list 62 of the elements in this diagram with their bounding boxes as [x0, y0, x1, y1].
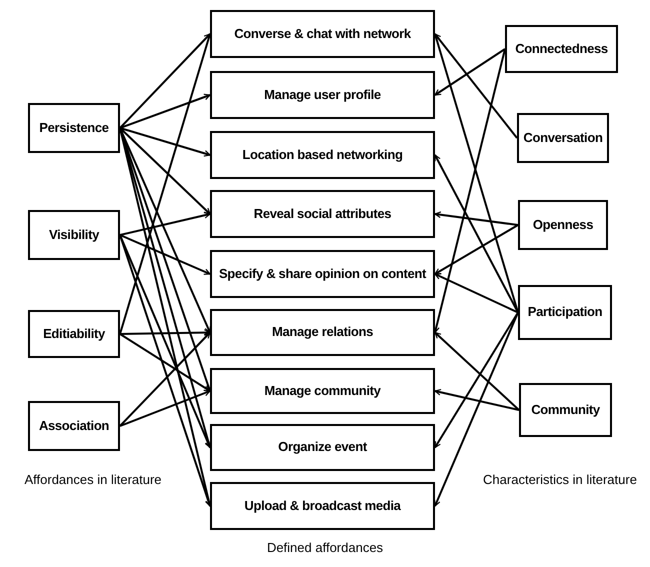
group-caption: Defined affordances [266, 539, 384, 557]
process-box [210, 368, 435, 414]
box-label: Persistence [39, 120, 109, 136]
arrow [119, 333, 211, 392]
arrow [434, 312, 519, 448]
box-label: Association [38, 418, 110, 434]
box-label: Organize event [278, 439, 367, 456]
box-label: Connectedness [515, 40, 608, 58]
arrow [434, 312, 519, 507]
arrow [434, 48, 506, 96]
arrow [434, 154, 519, 313]
box-label: Upload & broadcast media [244, 498, 401, 514]
box-label: Reveal social attributes [254, 206, 392, 222]
process-box [28, 103, 120, 153]
arrow [119, 234, 212, 507]
box-label: Editiability [43, 326, 105, 342]
box-label: Manage community [264, 382, 381, 400]
process-box [210, 482, 435, 530]
process-box [210, 424, 435, 471]
box-label: Conversation [523, 130, 603, 146]
process-box [210, 131, 435, 179]
arrow [119, 332, 211, 427]
box-label: Manage user profile [264, 86, 381, 104]
arrow [120, 329, 211, 336]
arrow [120, 390, 211, 427]
box-label: Community [531, 402, 600, 418]
box-label: Visibility [49, 226, 99, 244]
box-label: Location based networking [242, 146, 403, 164]
arrow [434, 33, 518, 139]
process-box [210, 71, 435, 119]
process-box [518, 200, 608, 250]
process-box [505, 25, 618, 73]
process-box [519, 383, 612, 437]
process-box [210, 10, 435, 58]
arrow [434, 332, 520, 411]
group-caption: Characteristics in literature [482, 471, 638, 489]
arrow [120, 234, 211, 275]
box-label: Converse & chat with network [234, 26, 411, 42]
box-label: Specify & share opinion on content [218, 266, 426, 282]
arrow [434, 273, 518, 314]
process-box [28, 401, 120, 451]
process-box [517, 113, 609, 163]
arrow [119, 234, 211, 448]
box-label: Manage relations [272, 324, 373, 341]
arrow [119, 33, 211, 129]
arrow [434, 211, 518, 226]
process-box [518, 285, 612, 340]
box-label: Openness [532, 216, 594, 234]
process-box [28, 210, 120, 260]
arrow [120, 94, 211, 129]
process-box [210, 190, 435, 238]
arrow [434, 224, 518, 275]
arrow [433, 48, 506, 334]
arrow [120, 212, 211, 236]
group-caption: Affordances in literature [23, 471, 163, 489]
arrow [119, 127, 211, 215]
box-label: Participation [528, 304, 602, 321]
process-box [210, 309, 435, 356]
arrow [120, 127, 211, 157]
arrow [434, 388, 520, 411]
process-box [210, 250, 435, 298]
process-box [28, 310, 120, 358]
